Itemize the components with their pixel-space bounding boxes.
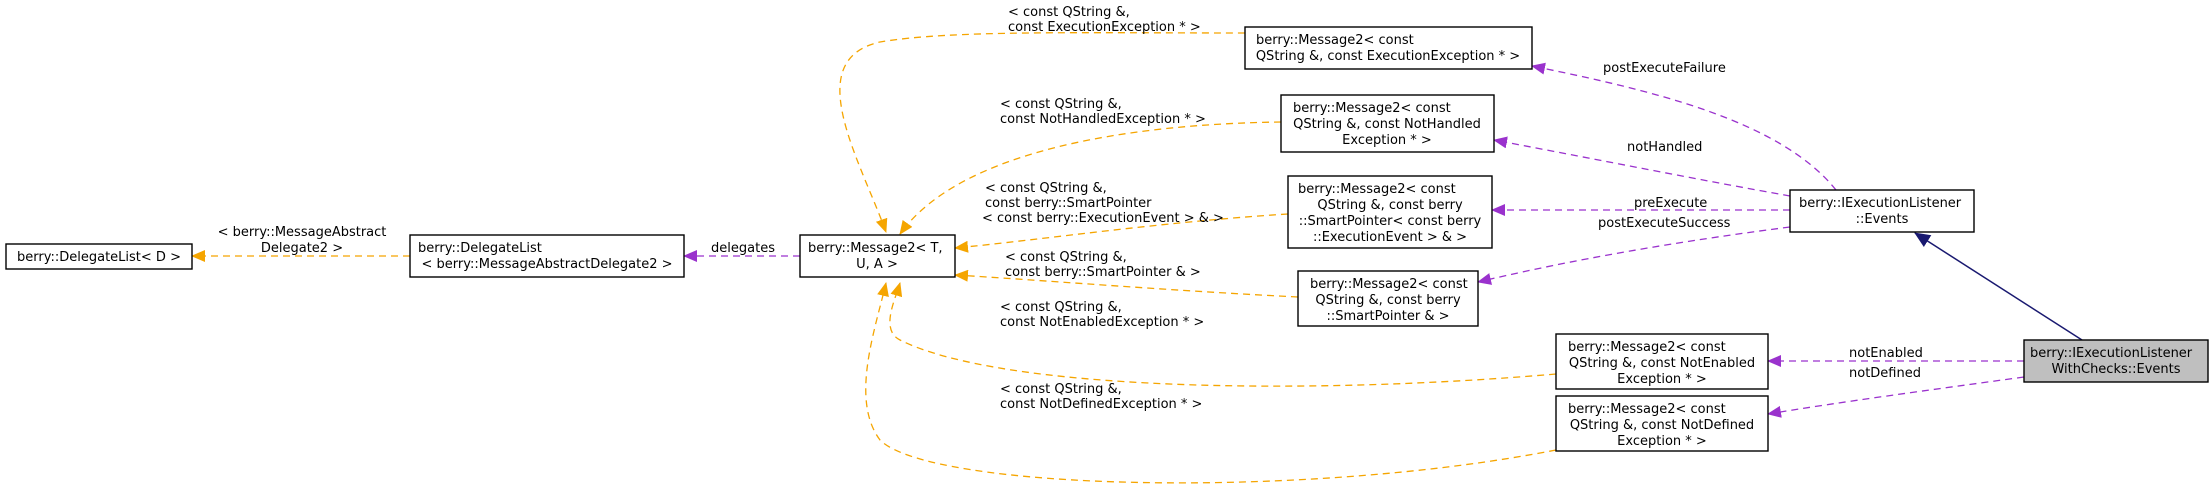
node-label-line: berry::Message2< const	[1310, 277, 1468, 292]
node-label-line: berry::Message2< const	[1568, 402, 1726, 417]
label-delegate-template: < berry::MessageAbstract Delegate2 >	[218, 225, 387, 256]
edge-not-handled-template	[899, 121, 1282, 235]
edge-inheritance	[1914, 232, 2083, 341]
node-label-line: WithChecks::Events	[2051, 362, 2180, 377]
node-label-line: U, A >	[856, 257, 898, 272]
label-line: Delegate2 >	[261, 241, 343, 256]
node-label-line: berry::Message2< const	[1568, 340, 1726, 355]
node-label-line: ::SmartPointer< const berry	[1299, 214, 1482, 229]
node-label-line: berry::IExecutionListener	[2030, 346, 2193, 361]
label-line: < const QString &,	[1000, 382, 1122, 397]
label-exec-exc-template: < const QString &, const ExecutionExcept…	[1008, 5, 1201, 35]
label-smart-pointer-template: < const QString &, const berry::SmartPoi…	[1005, 250, 1201, 280]
label-line: delegates	[711, 241, 775, 256]
node-label-line: berry::Message2< T,	[808, 241, 943, 256]
node-label-line: QString &, const berry	[1317, 198, 1463, 213]
edge-post-execute-success	[1477, 226, 1791, 285]
node-label-line: Exception * >	[1617, 372, 1707, 387]
label-line: const NotEnabledException * >	[1000, 315, 1204, 330]
node-label-line: berry::DelegateList	[418, 241, 542, 256]
node-iel-events[interactable]: berry::IExecutionListener ::Events	[1789, 189, 1975, 233]
label-line: preExecute	[1634, 196, 1707, 211]
node-label-line: QString &, const NotEnabled	[1569, 356, 1755, 371]
node-msg-not-enabled[interactable]: berry::Message2< const QString &, const …	[1555, 333, 1769, 390]
label-line: postExecuteSuccess	[1598, 216, 1731, 231]
label-line: notHandled	[1627, 140, 1702, 155]
label-line: const berry::SmartPointer	[985, 196, 1152, 211]
node-label-line: QString &, const NotDefined	[1570, 418, 1754, 433]
label-line: < const QString &,	[1008, 5, 1130, 20]
node-label-line: QString &, const berry	[1315, 293, 1461, 308]
node-label-line: QString &, const ExecutionException * >	[1256, 49, 1520, 64]
label-not-defined: notDefined	[1849, 366, 1921, 381]
label-line: const NotHandledException * >	[1000, 112, 1206, 127]
node-delegate-list-mad2[interactable]: berry::DelegateList < berry::MessageAbst…	[409, 234, 685, 278]
node-msg-exec-event[interactable]: berry::Message2< const QString &, const …	[1287, 175, 1493, 249]
node-label-line: berry::Message2< const	[1256, 33, 1414, 48]
node-msg-not-handled[interactable]: berry::Message2< const QString &, const …	[1280, 94, 1495, 153]
node-ielwc-events[interactable]: berry::IExecutionListener WithChecks::Ev…	[2023, 339, 2209, 383]
label-not-enabled: notEnabled	[1849, 346, 1923, 361]
label-not-defined-template: < const QString &, const NotDefinedExcep…	[1000, 382, 1202, 412]
label-line: notDefined	[1849, 366, 1921, 381]
node-label-line: ::Events	[1856, 212, 1909, 227]
node-label-line: berry::Message2< const	[1293, 101, 1451, 116]
node-label-line: < berry::MessageAbstractDelegate2 >	[421, 257, 672, 272]
edge-post-execute-failure	[1531, 62, 1837, 191]
node-label-line: ::ExecutionEvent > & >	[1313, 230, 1467, 245]
edge-not-defined	[1767, 376, 2025, 418]
node-label-line: berry::Message2< const	[1298, 182, 1456, 197]
label-delegates: delegates	[711, 241, 775, 256]
node-message2-tua[interactable]: berry::Message2< T, U, A >	[799, 234, 956, 278]
node-label-line: Exception * >	[1617, 434, 1707, 449]
label-line: < const berry::ExecutionEvent > & >	[982, 211, 1224, 226]
label-line: const ExecutionException * >	[1008, 20, 1201, 35]
node-label-line: QString &, const NotHandled	[1293, 117, 1481, 132]
label-line: notEnabled	[1849, 346, 1923, 361]
label-post-execute-success: postExecuteSuccess	[1598, 216, 1731, 231]
label-line: const NotDefinedException * >	[1000, 397, 1202, 412]
node-label-line: Exception * >	[1342, 133, 1432, 148]
label-pre-execute: preExecute	[1634, 196, 1707, 211]
node-msg-exec-exc[interactable]: berry::Message2< const QString &, const …	[1244, 26, 1533, 70]
label-line: const berry::SmartPointer & >	[1005, 265, 1201, 280]
label-exec-event-template: < const QString &, const berry::SmartPoi…	[982, 181, 1224, 226]
edge-exec-event-template	[954, 213, 1289, 253]
edge-not-enabled-template	[889, 282, 1557, 387]
node-label-line: ::SmartPointer & >	[1327, 309, 1450, 324]
label-line: postExecuteFailure	[1603, 61, 1726, 76]
node-delegate-list-d[interactable]: berry::DelegateList< D >	[5, 243, 193, 270]
node-msg-smart-pointer[interactable]: berry::Message2< const QString &, const …	[1297, 270, 1479, 327]
label-line: < const QString &,	[1000, 300, 1122, 315]
label-post-execute-failure: postExecuteFailure	[1603, 61, 1726, 76]
edge-exec-exc-template	[839, 32, 1246, 233]
edge-not-handled	[1493, 136, 1791, 197]
label-line: < const QString &,	[1000, 97, 1122, 112]
label-not-handled-template: < const QString &, const NotHandledExcep…	[1000, 97, 1206, 127]
label-line: < const QString &,	[1005, 250, 1127, 265]
label-line: < berry::MessageAbstract	[218, 225, 387, 240]
node-msg-not-defined[interactable]: berry::Message2< const QString &, const …	[1555, 395, 1769, 452]
node-label-line: berry::IExecutionListener	[1799, 196, 1962, 211]
node-label-line: berry::DelegateList< D >	[17, 250, 181, 265]
label-not-enabled-template: < const QString &, const NotEnabledExcep…	[1000, 300, 1204, 330]
edge-not-defined-template	[865, 282, 1557, 484]
label-line: < const QString &,	[985, 181, 1107, 196]
edge-smart-pointer-template	[954, 269, 1299, 298]
label-not-handled: notHandled	[1627, 140, 1702, 155]
